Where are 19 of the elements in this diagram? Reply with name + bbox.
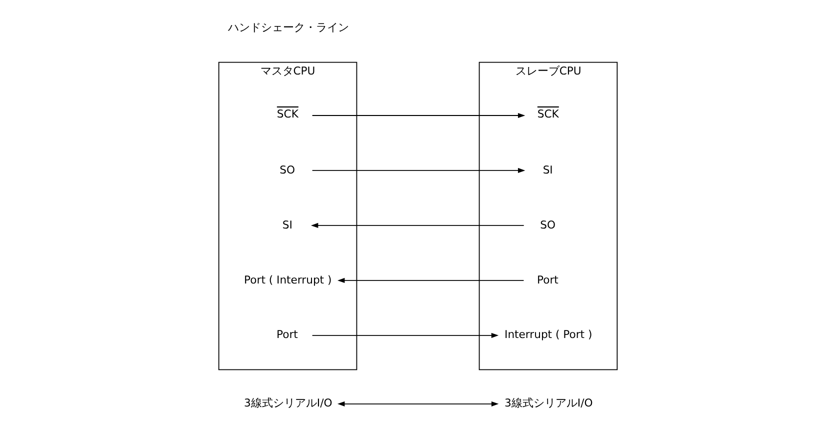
node-text: 3線式シリアルI/O [504,396,593,410]
node-text: SO [540,218,556,232]
node-text: SCK [276,107,298,120]
arrow [310,222,524,228]
node-text: Interrupt ( Port ) [504,328,592,342]
arrow [312,168,526,174]
arrow [312,112,526,118]
arrow [337,401,499,406]
node-text: SO [280,163,296,176]
node-text: Port [276,328,298,342]
label: ハンドシェーク・ライン [228,20,349,34]
node-text: SCK [537,107,559,120]
arrow [337,278,524,283]
node-text: Port ( Interrupt ) [244,273,332,286]
node-text: SI [542,163,553,176]
node-text: 3線式シリアルI/O [244,396,332,410]
node-text: SI [282,218,292,232]
node-text: Port [536,273,558,286]
arrow [312,332,499,338]
